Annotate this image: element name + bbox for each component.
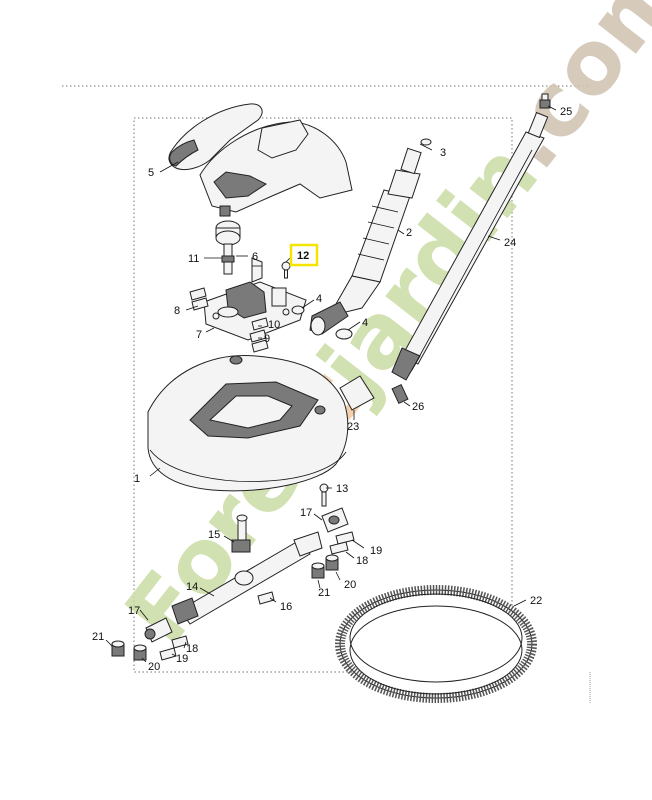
part-4-oring-upper[interactable] <box>291 305 305 315</box>
part-label-20-lower[interactable]: 20 <box>148 661 160 673</box>
part-19-lower[interactable] <box>159 647 177 661</box>
part-label-6[interactable]: 7 <box>196 329 202 341</box>
part-16[interactable] <box>257 591 275 605</box>
highlight-box-part-11 <box>289 243 319 267</box>
part-18-lower[interactable] <box>171 635 189 649</box>
watermark: Forestjardin.com <box>105 0 652 663</box>
leader-lines <box>105 105 557 663</box>
part-1-housing[interactable] <box>147 354 349 492</box>
part-22-brush-ring[interactable] <box>335 585 537 703</box>
part-19-upper[interactable] <box>335 531 355 545</box>
part-13[interactable] <box>319 483 329 507</box>
part-label-16[interactable]: 16 <box>280 601 292 613</box>
part-label-18-upper[interactable]: 18 <box>356 555 368 567</box>
part-20-lower[interactable] <box>133 644 147 661</box>
part-label-4-lower[interactable]: 4 <box>362 317 368 329</box>
part-26[interactable] <box>391 383 409 405</box>
part-11[interactable] <box>281 261 291 279</box>
part-20-upper[interactable] <box>325 554 339 571</box>
part-17-lower[interactable] <box>144 617 173 643</box>
part-label-3[interactable]: 3 <box>440 147 446 159</box>
part-label-13[interactable]: 13 <box>336 483 348 495</box>
part-labels: 5 11 6 12 4 4 3 2 24 25 26 23 8 10 9 7 1… <box>92 106 572 673</box>
part-10[interactable] <box>251 317 269 331</box>
part-9[interactable] <box>249 329 269 353</box>
part-label-25[interactable]: 25 <box>560 106 572 118</box>
part-label-7[interactable]: 6 <box>252 251 258 263</box>
part-label-11[interactable]: 12 <box>297 250 309 262</box>
part-label-17-lower[interactable]: 17 <box>128 605 140 617</box>
part-12[interactable] <box>215 220 241 275</box>
part-3-oring[interactable] <box>420 138 432 146</box>
part-2-lance[interactable] <box>309 147 422 336</box>
part-label-9[interactable]: 9 <box>264 333 270 345</box>
part-21-upper[interactable] <box>311 562 325 579</box>
part-handle-5[interactable] <box>168 103 353 217</box>
part-17-upper[interactable] <box>321 507 349 533</box>
part-label-21-lower[interactable]: 21 <box>92 631 104 643</box>
part-label-18-lower[interactable]: 18 <box>186 643 198 655</box>
part-label-12[interactable]: 11 <box>188 253 199 265</box>
part-label-4-upper[interactable]: 4 <box>316 293 322 305</box>
part-label-20-upper[interactable]: 20 <box>344 579 356 591</box>
part-25[interactable] <box>539 93 551 109</box>
part-4-oring-lower[interactable] <box>335 328 353 340</box>
part-21-lower[interactable] <box>111 640 125 657</box>
part-7[interactable] <box>251 257 263 283</box>
part-18-upper[interactable] <box>329 541 349 555</box>
part-label-19-lower[interactable]: 19 <box>176 653 188 665</box>
part-23-decal[interactable] <box>339 375 375 411</box>
part-8[interactable] <box>189 287 209 311</box>
part-label-2[interactable]: 2 <box>406 227 412 239</box>
part-6[interactable] <box>203 281 307 341</box>
part-label-21-upper[interactable]: 21 <box>318 587 330 599</box>
part-14-spray-arm[interactable] <box>171 531 323 625</box>
part-24-tube[interactable] <box>391 111 549 381</box>
part-label-8[interactable]: 8 <box>174 305 180 317</box>
part-label-5[interactable]: 5 <box>148 167 154 179</box>
part-label-26[interactable]: 26 <box>412 401 424 413</box>
part-label-15[interactable]: 15 <box>208 529 220 541</box>
part-label-17-upper[interactable]: 17 <box>300 507 312 519</box>
part-label-19-upper[interactable]: 19 <box>370 545 382 557</box>
part-label-22[interactable]: 22 <box>530 595 542 607</box>
part-label-10[interactable]: 10 <box>268 319 280 331</box>
part-label-1[interactable]: 1 <box>134 473 140 485</box>
part-label-14[interactable]: 14 <box>186 581 198 593</box>
watermark-text: Forestjardin.com <box>105 0 652 663</box>
part-label-23[interactable]: 23 <box>347 421 359 433</box>
part-15[interactable] <box>231 514 251 553</box>
part-label-24[interactable]: 24 <box>504 237 516 249</box>
